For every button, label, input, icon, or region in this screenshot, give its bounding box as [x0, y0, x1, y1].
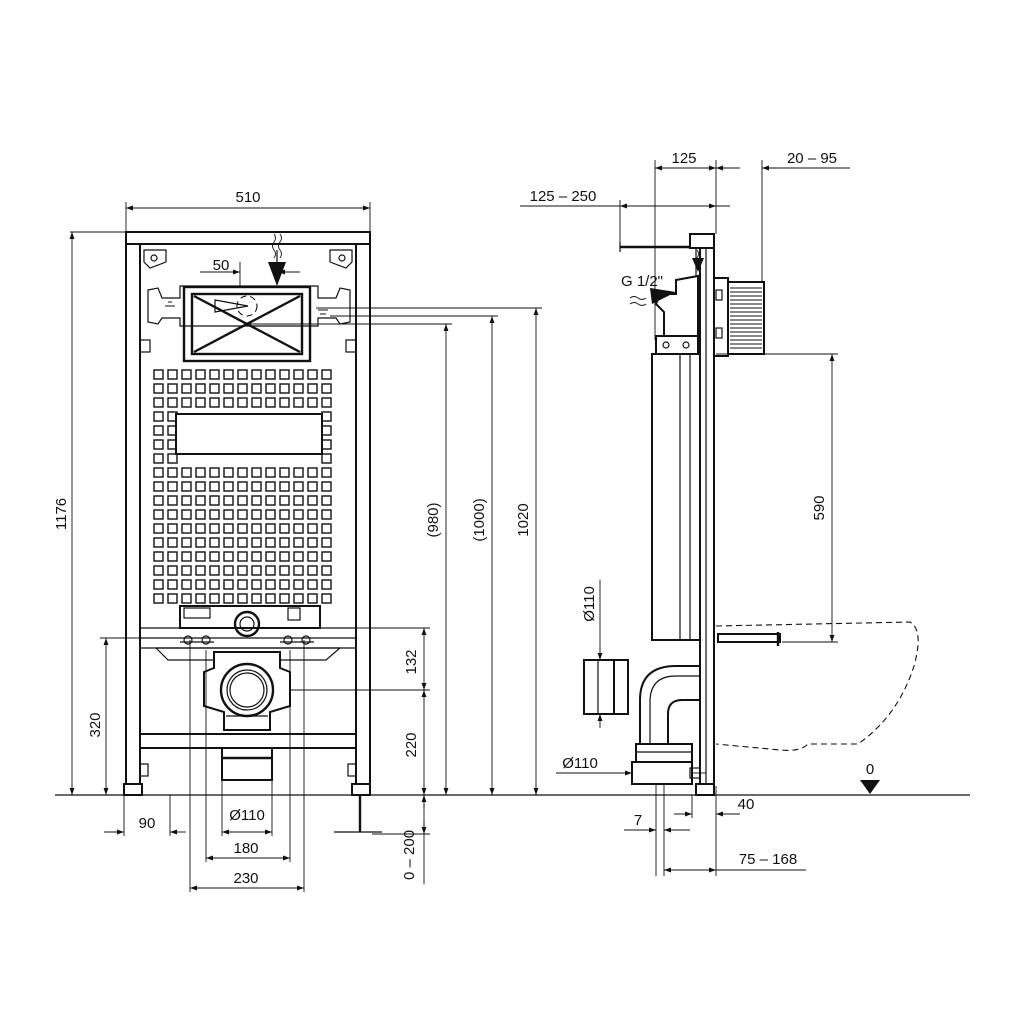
- dim-height-1000: (1000): [471, 498, 488, 541]
- dim-height-220: 220: [403, 732, 420, 757]
- drain-elbow: [639, 665, 701, 745]
- dim-width-180: 180: [233, 840, 258, 857]
- dim-flush-offset: 50: [213, 257, 230, 274]
- dim-depth-125: 125: [671, 150, 696, 167]
- dim-foot-offset: 90: [139, 815, 156, 832]
- dim-depth-125-250: 125 – 250: [530, 188, 597, 205]
- dim-offset-75-168: 75 – 168: [739, 851, 797, 868]
- dim-foot-adjust: 0 – 200: [401, 830, 418, 880]
- dim-inlet-diameter: Ø110: [581, 586, 598, 622]
- side-frame-column: [699, 233, 715, 787]
- dim-outlet-diameter: Ø110: [562, 755, 598, 772]
- dim-drain-diameter: Ø110: [229, 807, 265, 824]
- dim-height-320: 320: [87, 712, 104, 737]
- dim-height-132: 132: [403, 649, 420, 674]
- side-view: [583, 233, 919, 796]
- frame-grid-panel: [153, 369, 332, 604]
- dim-depth-20-95: 20 – 95: [787, 150, 837, 167]
- wc-pan-outline: [715, 621, 919, 751]
- floor-level-marker: [860, 780, 880, 794]
- dim-width-230: 230: [233, 870, 258, 887]
- dimensions: 510 50 1176 320 90 Ø110 180 23: [53, 150, 880, 892]
- dim-floor-level: 0: [866, 761, 874, 778]
- dim-width-total: 510: [235, 189, 260, 206]
- front-view: [123, 231, 382, 833]
- panel-opening: [175, 413, 323, 455]
- dim-height-980: (980): [425, 502, 442, 537]
- flush-plate-ribbed: [727, 281, 765, 355]
- frame-left-post: [125, 243, 141, 785]
- dim-height-total: 1176: [53, 498, 70, 530]
- dim-height-1020: 1020: [515, 503, 532, 536]
- left-foot: [123, 783, 143, 796]
- frame-right-post: [355, 243, 371, 785]
- frame-top-bar: [125, 231, 371, 245]
- right-foot: [351, 783, 371, 796]
- dim-offset-40: 40: [738, 796, 755, 813]
- dim-height-590: 590: [811, 495, 828, 520]
- dim-offset-7: 7: [634, 812, 642, 829]
- dim-supply-thread: G 1/2": [621, 273, 663, 290]
- cistern-body: [147, 285, 351, 327]
